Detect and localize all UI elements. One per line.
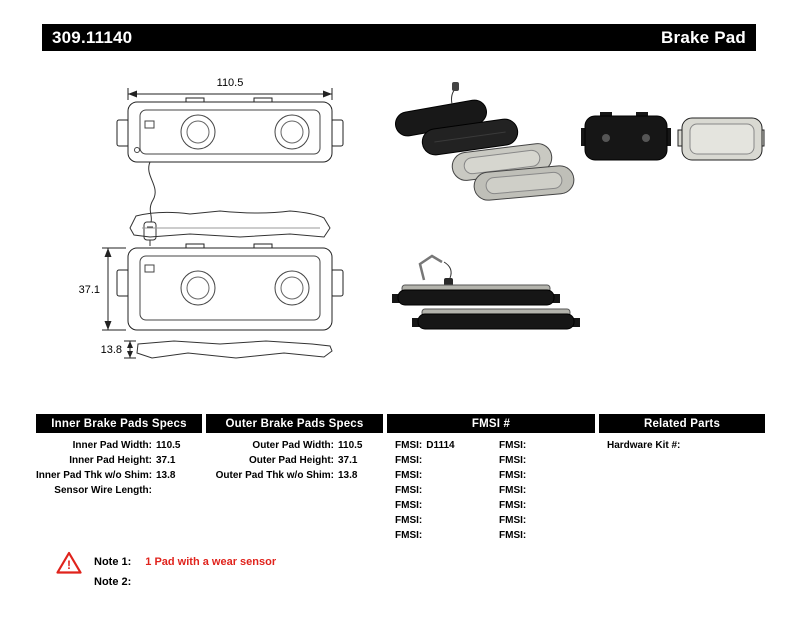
spec-label: FMSI: — [499, 530, 527, 541]
product-type-label: Brake Pad — [661, 27, 746, 47]
spec-label: FMSI: — [499, 440, 527, 451]
spec-value: 110.5 — [338, 440, 363, 451]
spec-row: FMSI: D1114 — [395, 438, 491, 453]
related-parts-column: Hardware Kit #: — [599, 438, 765, 453]
warning-triangle-icon: ! — [56, 551, 82, 574]
spec-row: FMSI: — [499, 453, 595, 468]
spec-value: 13.8 — [338, 470, 358, 481]
spec-label: FMSI: — [499, 485, 527, 496]
width-dimension-label: 110.5 — [217, 77, 244, 89]
spec-row: FMSI: — [499, 438, 595, 453]
spec-label: Inner Pad Thk w/o Shim: — [36, 470, 153, 481]
note-1: Note 1: 1 Pad with a wear sensor — [94, 556, 276, 568]
spec-label: FMSI: — [499, 470, 527, 481]
pad-edge-stack-photo — [392, 254, 580, 330]
header-bar: 309.11140 Brake Pad — [42, 24, 756, 51]
column-header-outer-specs: Outer Brake Pads Specs — [206, 414, 383, 433]
spec-label: FMSI: — [395, 530, 423, 541]
spec-label: FMSI: — [499, 500, 527, 511]
column-header-inner-specs: Inner Brake Pads Specs — [36, 414, 202, 433]
spec-row: Outer Pad Height: 37.1 — [206, 453, 383, 468]
spec-label: Inner Pad Width: — [72, 440, 152, 451]
spec-value: D1114 — [426, 440, 455, 451]
pad-set-angled-photo — [395, 82, 575, 201]
spec-row: Sensor Wire Length: — [36, 483, 202, 498]
inner-specs-column: Inner Pad Width: 110.5 Inner Pad Height:… — [36, 438, 202, 498]
spec-label: FMSI: — [395, 455, 423, 466]
spec-row: Hardware Kit #: — [607, 438, 765, 453]
spec-label: Outer Pad Thk w/o Shim: — [215, 470, 334, 481]
spec-label: FMSI: — [395, 515, 423, 526]
spec-row: FMSI: — [499, 528, 595, 543]
height-dimension-label: 37.1 — [79, 284, 100, 296]
spec-value: 110.5 — [156, 440, 181, 451]
spec-label: Outer Pad Width: — [252, 440, 334, 451]
note-2-label: Note 2: — [94, 576, 132, 588]
thickness-dimension-label: 13.8 — [101, 344, 122, 356]
spec-row: FMSI: — [499, 483, 595, 498]
column-header-label: Related Parts — [643, 417, 721, 430]
note-2: Note 2: — [94, 576, 145, 588]
svg-text:!: ! — [67, 558, 71, 572]
spec-row: FMSI: — [395, 483, 491, 498]
height-dimension: 37.1 — [79, 247, 126, 331]
technical-drawing-area: 110.5 — [79, 77, 765, 359]
pad-top-view-drawing — [116, 97, 344, 163]
spec-label: FMSI: — [395, 500, 423, 511]
fmsi-left-subcolumn: FMSI: D1114 FMSI: FMSI: FMSI: FMSI: FMSI… — [387, 438, 491, 543]
column-header-label: Outer Brake Pads Specs — [225, 417, 364, 430]
spec-row: FMSI: — [395, 453, 491, 468]
spec-label: Inner Pad Height: — [69, 455, 152, 466]
spec-row: Inner Pad Thk w/o Shim: 13.8 — [36, 468, 202, 483]
spec-row: FMSI: — [395, 468, 491, 483]
spec-label: FMSI: — [499, 455, 527, 466]
column-header-label: FMSI # — [471, 417, 511, 430]
pad-faces-photo — [581, 112, 765, 161]
column-header-related-parts: Related Parts — [599, 414, 765, 433]
fmsi-right-subcolumn: FMSI: FMSI: FMSI: FMSI: FMSI: FMSI: FMSI… — [491, 438, 595, 543]
width-dimension: 110.5 — [127, 77, 333, 100]
spec-label: Sensor Wire Length: — [54, 485, 152, 496]
wear-sensor-drawing — [143, 161, 157, 246]
pad-side-view-drawing — [116, 243, 344, 331]
thickness-dimension: 13.8 — [101, 340, 136, 359]
spec-label: FMSI: — [395, 470, 423, 481]
outer-specs-column: Outer Pad Width: 110.5 Outer Pad Height:… — [206, 438, 383, 483]
spec-value: 37.1 — [156, 455, 176, 466]
column-header-label: Inner Brake Pads Specs — [51, 417, 187, 430]
spec-row: FMSI: — [499, 498, 595, 513]
spec-label: FMSI: — [395, 485, 423, 496]
spec-row: FMSI: — [395, 498, 491, 513]
spec-row: Outer Pad Width: 110.5 — [206, 438, 383, 453]
spec-row: Inner Pad Height: 37.1 — [36, 453, 202, 468]
note-1-text: 1 Pad with a wear sensor — [145, 556, 277, 568]
spec-value: 13.8 — [156, 470, 176, 481]
spec-label: FMSI: — [499, 515, 527, 526]
spec-row: FMSI: — [499, 468, 595, 483]
pad-thickness-view-drawing — [136, 340, 333, 359]
fmsi-column: FMSI: D1114 FMSI: FMSI: FMSI: FMSI: FMSI… — [387, 438, 595, 543]
pad-edge-profile-drawing — [129, 210, 331, 238]
spec-row: FMSI: — [395, 513, 491, 528]
spec-row: FMSI: — [395, 528, 491, 543]
spec-label: FMSI: — [395, 440, 423, 451]
spec-row: Inner Pad Width: 110.5 — [36, 438, 202, 453]
spec-row: FMSI: — [499, 513, 595, 528]
spec-row: Outer Pad Thk w/o Shim: 13.8 — [206, 468, 383, 483]
spec-value: 37.1 — [338, 455, 358, 466]
part-number: 309.11140 — [52, 27, 133, 47]
note-1-label: Note 1: — [94, 556, 132, 568]
spec-label: Hardware Kit #: — [607, 440, 681, 451]
column-header-fmsi: FMSI # — [387, 414, 595, 433]
spec-label: Outer Pad Height: — [248, 455, 334, 466]
